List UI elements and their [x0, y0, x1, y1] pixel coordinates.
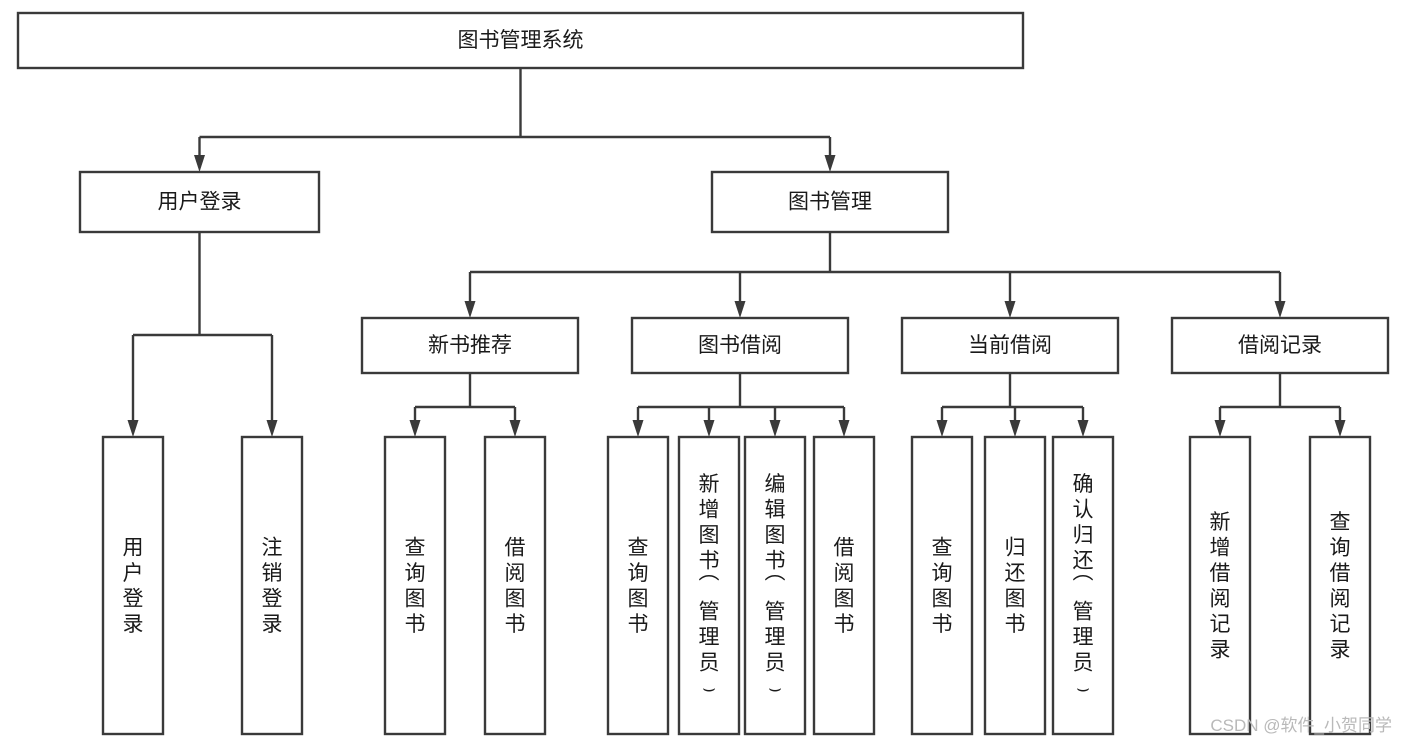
leaf-new-book-recommend-1-box[interactable]	[483, 435, 547, 736]
record-to-leaves-branch-0-arrowhead	[1214, 420, 1226, 437]
leaf-book-borrow-2-box[interactable]	[743, 435, 807, 736]
login-to-leaves-branch-0-arrowhead	[127, 420, 139, 437]
node-book-borrow-label: 图书借阅	[698, 334, 782, 357]
leaf-borrow-record-0-label: 新增借阅记录	[1210, 511, 1231, 662]
leaf-current-borrow-0-label: 查询图书	[932, 537, 953, 637]
node-book-borrow-box[interactable]	[630, 316, 850, 375]
node-user-login-label: 用户登录	[158, 191, 242, 214]
leaf-borrow-record-0-box[interactable]	[1188, 435, 1252, 736]
leaf-current-borrow-1-box[interactable]	[983, 435, 1047, 736]
leaf-current-borrow-2-label: 确认归还⌒管理员⌣	[1073, 473, 1094, 700]
borrow-to-leaves-branch-2-arrowhead	[769, 420, 781, 437]
leaf-current-borrow-0-box[interactable]	[910, 435, 974, 736]
leaf-borrow-record-1-label: 查询借阅记录	[1330, 511, 1351, 662]
csdn-watermark: CSDN @软件_小贺同学	[1210, 716, 1392, 735]
root-to-level1-branch-1-arrowhead	[824, 155, 836, 172]
node-borrow-record-label: 借阅记录	[1238, 334, 1322, 357]
node-root-system-label: 图书管理系统	[458, 29, 584, 52]
books-to-level2-branch-3-arrowhead	[1274, 301, 1286, 318]
borrow-to-leaves-branch-1-arrowhead	[703, 420, 715, 437]
leaf-current-borrow-1-label: 归还图书	[1005, 537, 1026, 637]
leaf-new-book-recommend-1-label: 借阅图书	[505, 537, 526, 637]
leaf-book-borrow-2-label: 编辑图书⌒管理员⌣	[765, 473, 786, 700]
node-user-login-box[interactable]	[78, 170, 321, 234]
node-current-borrow-label: 当前借阅	[968, 334, 1052, 357]
current-to-leaves-branch-2-arrowhead	[1077, 420, 1089, 437]
login-to-leaves-branch-1-arrowhead	[266, 420, 278, 437]
leaf-user-login-1-box[interactable]	[240, 435, 304, 736]
books-to-level2-branch-2-arrowhead	[1004, 301, 1016, 318]
leaf-book-borrow-3-box[interactable]	[812, 435, 876, 736]
leaf-current-borrow-2-box[interactable]	[1051, 435, 1115, 736]
node-book-management-box[interactable]	[710, 170, 950, 234]
node-book-management-label: 图书管理	[788, 191, 872, 214]
node-new-book-recommend-label: 新书推荐	[428, 334, 512, 357]
leaf-user-login-1-label: 注销登录	[262, 537, 283, 637]
leaf-new-book-recommend-0-label: 查询图书	[405, 537, 426, 637]
root-to-level1-branch-0-arrowhead	[194, 155, 205, 172]
borrow-to-leaves-branch-0-arrowhead	[632, 420, 644, 437]
current-to-leaves-branch-0-arrowhead	[936, 420, 948, 437]
leaf-borrow-record-1-box[interactable]	[1308, 435, 1372, 736]
recommend-to-leaves-branch-1-arrowhead	[509, 420, 521, 437]
leaf-user-login-0-label: 用户登录	[123, 537, 144, 637]
record-to-leaves-branch-1-arrowhead	[1334, 420, 1346, 437]
leaf-book-borrow-0-box[interactable]	[606, 435, 670, 736]
leaf-user-login-0-box[interactable]	[101, 435, 165, 736]
books-to-level2-branch-1-arrowhead	[734, 301, 746, 318]
node-new-book-recommend-box[interactable]	[360, 316, 580, 375]
nodes-layer: 图书管理系统用户登录图书管理新书推荐图书借阅当前借阅借阅记录用户登录注销登录查询…	[16, 11, 1390, 736]
recommend-to-leaves-branch-0-arrowhead	[409, 420, 421, 437]
node-current-borrow-box[interactable]	[900, 316, 1120, 375]
leaf-new-book-recommend-0-box[interactable]	[383, 435, 447, 736]
current-to-leaves-branch-1-arrowhead	[1009, 420, 1021, 437]
books-to-level2-branch-0-arrowhead	[464, 301, 476, 318]
borrow-to-leaves-branch-3-arrowhead	[838, 420, 850, 437]
node-root-system-box[interactable]	[16, 11, 1025, 70]
node-borrow-record-box[interactable]	[1170, 316, 1390, 375]
leaf-book-borrow-1-label: 新增图书⌒管理员⌣	[699, 473, 720, 700]
connectors-layer	[127, 68, 1346, 437]
leaf-book-borrow-0-label: 查询图书	[628, 537, 649, 637]
leaf-book-borrow-3-label: 借阅图书	[834, 537, 855, 637]
leaf-book-borrow-1-box[interactable]	[677, 435, 741, 736]
